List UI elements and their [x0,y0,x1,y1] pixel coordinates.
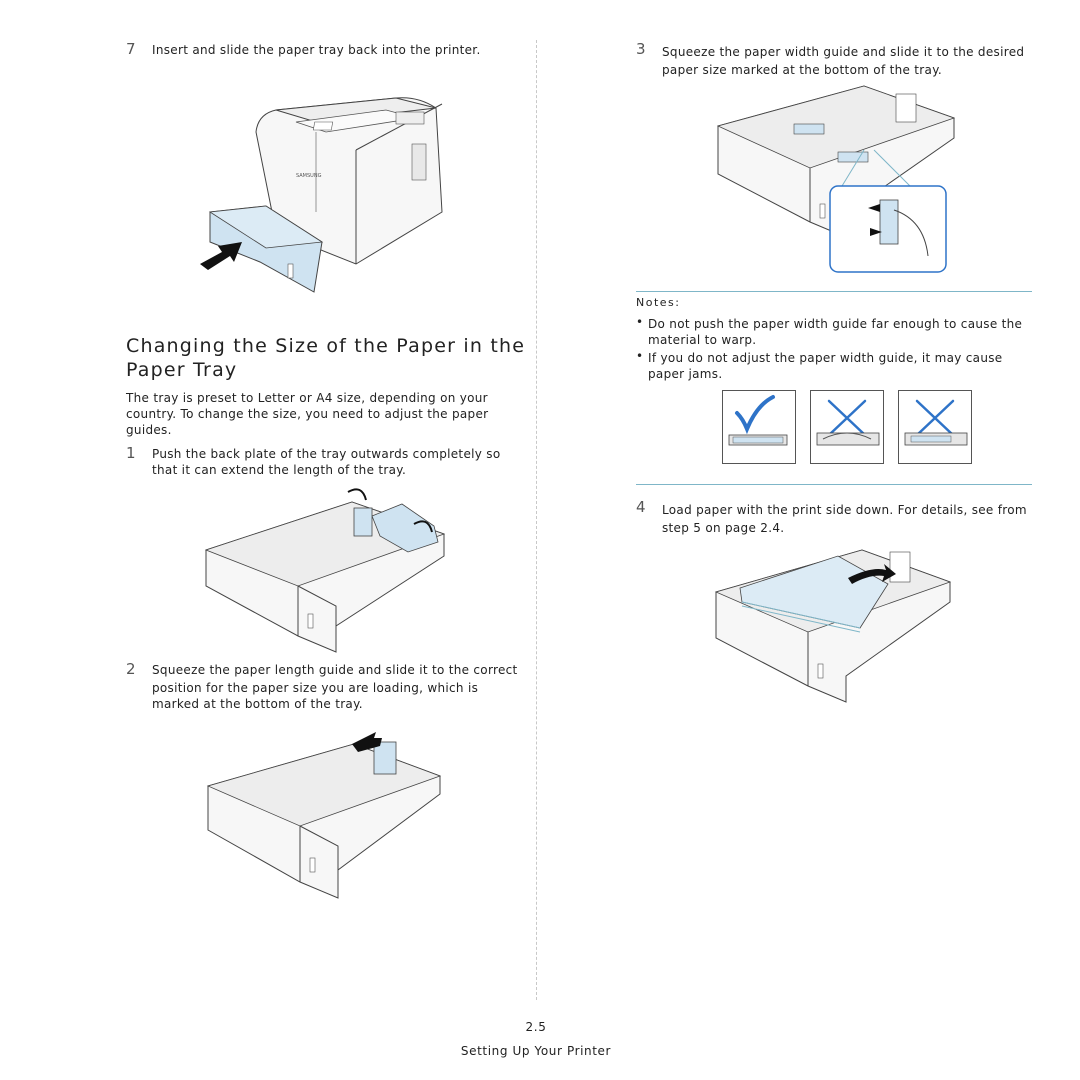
cross-icon [816,399,880,446]
cross-icon [904,399,968,446]
step-2-number: 2 [126,660,136,678]
check-icon [728,395,788,446]
step-7-number: 7 [126,40,136,58]
step-4-number: 4 [636,498,646,516]
loose-guide-icon [898,390,972,464]
step-4-line-1: Load paper with the print side down. For… [662,503,1027,517]
note-2-line-2: paper jams. [648,367,723,381]
step-3-line-1: Squeeze the paper width guide and slide … [662,45,1025,59]
note-1-line-1: Do not push the paper width guide far en… [648,317,1023,331]
notes-label: Notes: [636,296,681,309]
printer-brand: SAMSUNG [296,173,322,179]
correct-guide-icon [722,390,796,464]
tray-length-guide-illustration [206,732,442,899]
tray-extend-illustration [204,488,446,653]
notes-bottom-rule [636,484,1032,485]
step-3-line-2: paper size marked at the bottom of the t… [662,63,942,77]
step-1-line-1: Push the back plate of the tray outwards… [152,447,501,461]
chapter-title: Setting Up Your Printer [460,1044,612,1058]
bullet-icon: • [636,349,644,363]
step-1-line-2: that it can extend the length of the tra… [152,463,407,477]
tray-width-guide-illustration [716,85,956,273]
intro-line-1: The tray is preset to Letter or A4 size,… [126,391,488,405]
step-2-line-2: position for the paper size you are load… [152,681,479,695]
step-3-number: 3 [636,40,646,58]
section-heading: Changing the Size of the Paper in the Pa… [126,335,526,381]
bullet-icon: • [636,315,644,329]
warped-guide-icon [810,390,884,464]
note-1-line-2: material to warp. [648,333,757,347]
intro-line-2: country. To change the size, you need to… [126,407,489,421]
column-divider [536,40,537,1000]
tray-load-paper-illustration [714,549,952,703]
intro-line-3: guides. [126,423,172,437]
step-2-line-3: marked at the bottom of the tray. [152,697,363,711]
step-2-line-1: Squeeze the paper length guide and slide… [152,663,518,677]
page-number: 2.5 [525,1020,547,1034]
printer-with-tray-illustration: SAMSUNG [200,97,443,293]
step-4-line-2: step 5 on page 2.4. [662,521,785,535]
notes-top-rule [636,291,1032,292]
step-1-number: 1 [126,444,136,462]
note-2-line-1: If you do not adjust the paper width gui… [648,351,1003,365]
step-7-text: Insert and slide the paper tray back int… [152,43,481,57]
